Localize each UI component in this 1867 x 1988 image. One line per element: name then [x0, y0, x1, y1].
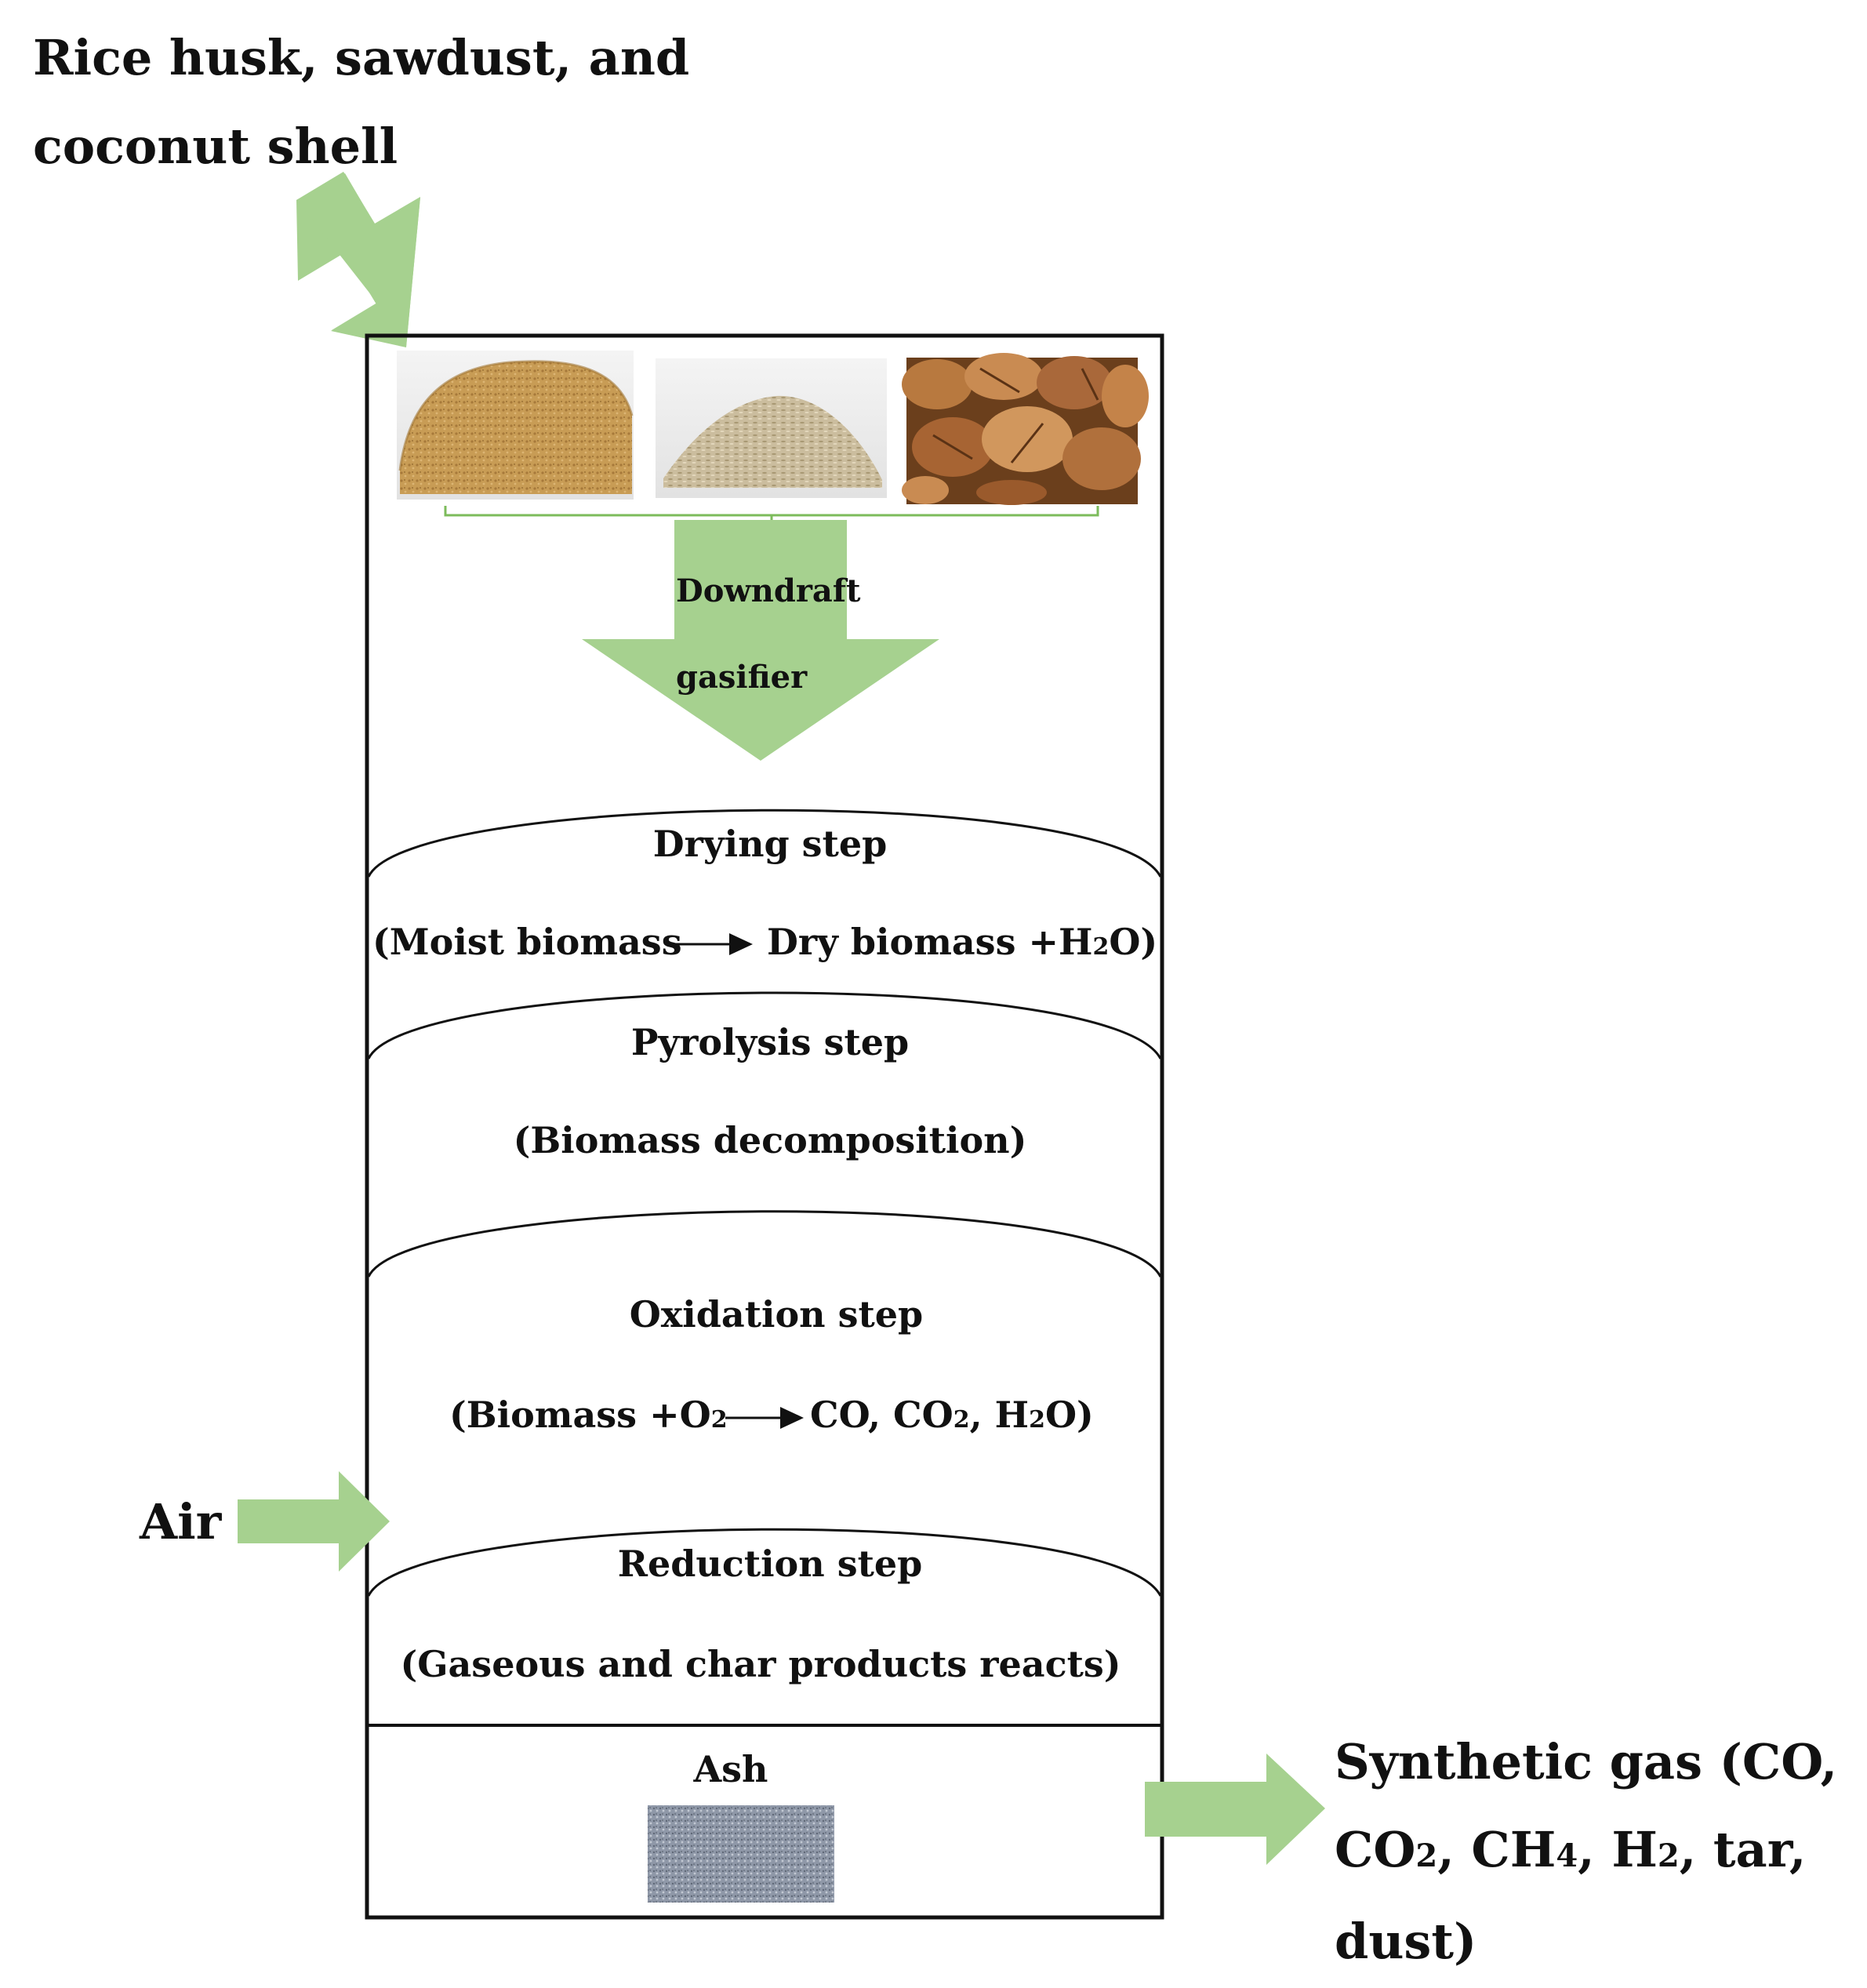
sawdust-photo — [397, 351, 634, 500]
oxidation-step-title: Oxidation step — [630, 1293, 923, 1336]
syngas-arrow-icon — [1145, 1754, 1325, 1865]
oxidation-reaction: (Biomass +O2 CO, CO2, H2O) — [449, 1394, 1094, 1436]
drying-zone-boundary — [367, 809, 1162, 878]
feedstock-label-line1: Rice husk, sawdust, and — [33, 29, 689, 86]
syngas-label-line1: Synthetic gas (CO, — [1335, 1733, 1837, 1790]
coconut-shell-photo — [902, 353, 1149, 505]
reaction-arrow-icon — [780, 1407, 804, 1429]
syngas-label-line2: CO2, CH4, H2, tar, — [1335, 1821, 1806, 1878]
gasifier-label-line1: Downdraft — [676, 572, 861, 609]
reaction-arrow-icon — [729, 933, 753, 955]
reduction-zone-boundary — [367, 1528, 1162, 1597]
drying-reaction: (Moist biomass Dry biomass +H2O) — [372, 921, 1157, 963]
downdraft-arrow-icon — [582, 520, 939, 761]
drying-reaction-left: (Moist biomass — [372, 921, 682, 963]
oxidation-reaction-right: CO, CO2, H2O) — [810, 1394, 1094, 1436]
oxidation-reaction-left: (Biomass +O2 — [449, 1394, 728, 1436]
drying-reaction-right: Dry biomass +H2O) — [767, 921, 1157, 963]
pyrolysis-step-title: Pyrolysis step — [631, 1021, 909, 1063]
drying-step-title: Drying step — [653, 823, 888, 865]
gasifier-label-line2: gasifier — [676, 659, 808, 696]
reduction-step-detail: (Gaseous and char products reacts) — [400, 1643, 1121, 1685]
feedstock-label-line2: coconut shell — [33, 118, 398, 175]
air-arrow-icon — [238, 1471, 390, 1572]
syngas-label-line3: dust) — [1335, 1913, 1477, 1970]
pyrolysis-zone-boundary — [367, 991, 1162, 1059]
gasifier-box — [365, 333, 1164, 1920]
rice-husk-photo — [656, 358, 887, 498]
ash-photo — [648, 1805, 834, 1903]
feed-arrow-icon-fix — [298, 173, 420, 347]
reduction-step-title: Reduction step — [618, 1543, 923, 1585]
oxidation-zone-boundary — [367, 1210, 1162, 1277]
air-label: Air — [139, 1493, 223, 1550]
ash-label: Ash — [692, 1748, 768, 1790]
pyrolysis-step-detail: (Biomass decomposition) — [514, 1119, 1027, 1161]
syngas-label: Synthetic gas (CO, CO2, CH4, H2, tar, du… — [1335, 1733, 1837, 1970]
